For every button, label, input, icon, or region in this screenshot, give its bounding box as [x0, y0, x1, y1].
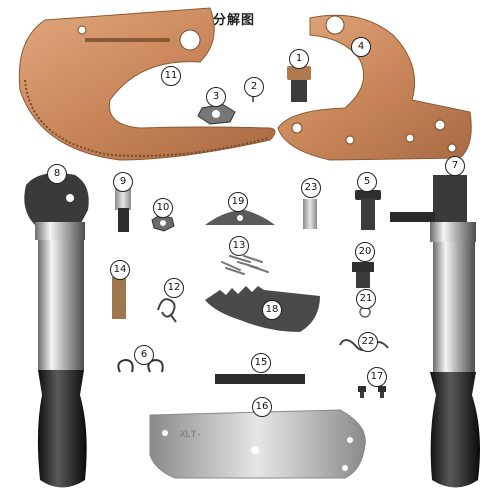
- callout-7: 7: [445, 156, 465, 176]
- callout-4: 4: [351, 37, 371, 57]
- callout-5: 5: [357, 172, 377, 192]
- callout-16: 16: [252, 397, 272, 417]
- callout-14: 14: [110, 260, 130, 280]
- bolt-1: [287, 66, 311, 102]
- handle-8: [24, 172, 89, 488]
- callout-20: 20: [355, 242, 375, 262]
- screw-20: [352, 262, 374, 288]
- bushing-9: [115, 188, 131, 232]
- callout-13: 13: [229, 236, 249, 256]
- plate-engraving: XLT-: [180, 430, 202, 440]
- callout-18: 18: [262, 300, 282, 320]
- pins-13: [221, 255, 269, 275]
- callout-9: 9: [113, 172, 133, 192]
- nut-3: [197, 103, 236, 125]
- callout-8: 8: [47, 164, 67, 184]
- callout-22: 22: [358, 332, 378, 352]
- blade-11: [18, 7, 276, 161]
- rod-14: [112, 277, 126, 319]
- callout-2: 2: [244, 77, 264, 97]
- callout-12: 12: [164, 278, 184, 298]
- bar-15: [215, 374, 305, 384]
- callout-19: 19: [228, 192, 248, 212]
- cover-plate-16: [149, 409, 366, 479]
- screws-17: [358, 386, 386, 398]
- handle-7: [390, 175, 480, 488]
- sleeve-23: [303, 199, 317, 229]
- callout-21: 21: [356, 289, 376, 309]
- spring-12: [157, 298, 177, 323]
- callout-11: 11: [161, 66, 181, 86]
- callout-23: 23: [301, 178, 321, 198]
- circlips-6: [117, 358, 164, 373]
- screw-5: [355, 190, 381, 230]
- callout-10: 10: [153, 198, 173, 218]
- callout-3: 3: [206, 87, 226, 107]
- blade-4: [277, 14, 472, 161]
- callout-1: 1: [289, 49, 309, 69]
- callout-15: 15: [251, 353, 271, 373]
- callout-6: 6: [134, 345, 154, 365]
- callout-17: 17: [367, 367, 387, 387]
